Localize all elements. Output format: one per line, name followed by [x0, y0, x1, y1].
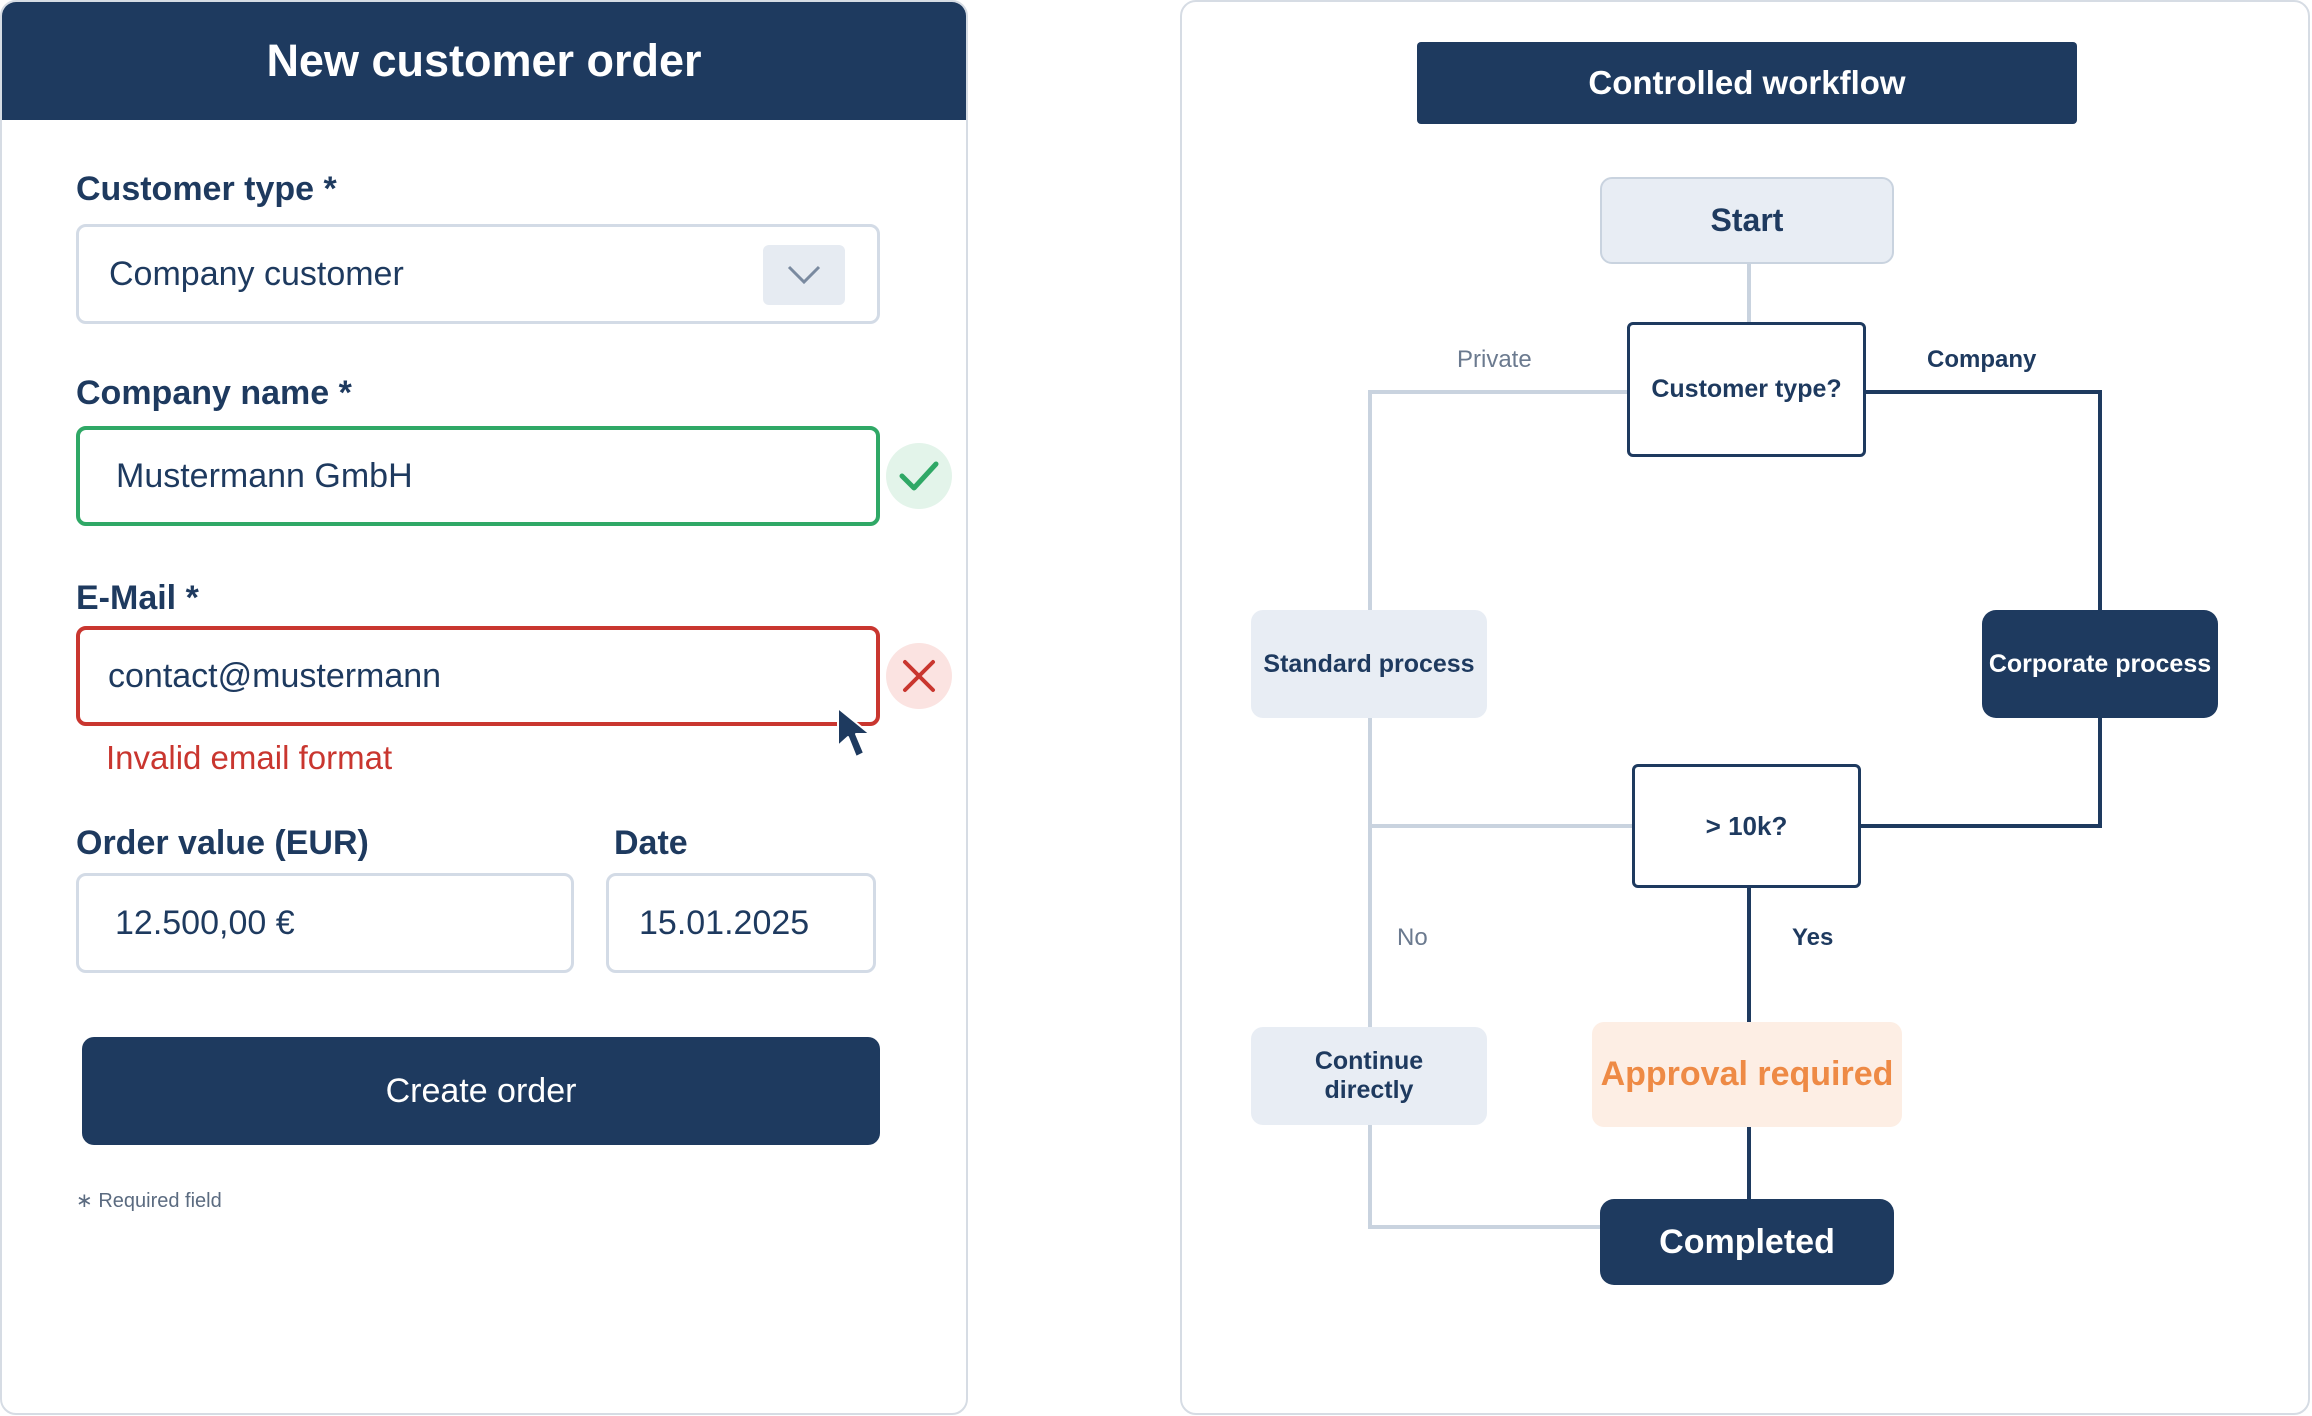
company-name-label: Company name * [76, 374, 352, 412]
cursor-icon [837, 707, 871, 758]
workflow-connectors [1368, 264, 2102, 1229]
email-error-message: Invalid email format [106, 739, 393, 776]
node-start: Start [1600, 177, 1894, 264]
customer-type-value: Company customer [109, 254, 404, 293]
node-continue-directly: Continue directly [1251, 1027, 1487, 1125]
edge-label-private: Private [1457, 346, 1532, 373]
email-label: E-Mail * [76, 579, 199, 617]
email-input[interactable]: contact@mustermann [76, 626, 880, 726]
company-name-value: Mustermann GmbH [116, 456, 413, 495]
node-corporate-process: Corporate process [1982, 610, 2218, 718]
chevron-down-icon [787, 265, 821, 285]
connector-company-branch [1866, 390, 2102, 610]
required-field-note: ∗ Required field [76, 1190, 222, 1212]
date-value: 15.01.2025 [639, 903, 810, 942]
connector-continue-to-completed [1368, 1125, 1602, 1229]
form-title: New customer order [2, 2, 966, 120]
node-customer-type-decision: Customer type? [1627, 322, 1866, 457]
edge-label-yes: Yes [1792, 924, 1834, 951]
email-value: contact@mustermann [108, 656, 442, 695]
workflow-panel: Controlled workflow Start Customer type?… [1180, 0, 2310, 1415]
workflow-title: Controlled workflow [1417, 42, 2077, 124]
customer-type-select[interactable]: Company customer [76, 224, 880, 324]
valid-status-indicator [886, 443, 952, 509]
connector-private-branch [1368, 390, 1627, 610]
node-standard-process: Standard process [1251, 610, 1487, 718]
date-label: Date [614, 824, 688, 862]
node-approval-required: Approval required [1592, 1022, 1902, 1127]
customer-type-label: Customer type * [76, 170, 337, 208]
invalid-status-indicator [886, 643, 952, 709]
edge-label-company: Company [1927, 346, 2037, 373]
edge-label-no: No [1397, 924, 1428, 951]
node-threshold-decision: > 10k? [1632, 764, 1861, 888]
close-icon [903, 660, 935, 692]
order-value-label: Order value (EUR) [76, 824, 369, 862]
customer-type-dropdown-button[interactable] [763, 245, 845, 305]
node-completed: Completed [1600, 1199, 1894, 1285]
order-form-panel: New customer order Customer type * Compa… [0, 0, 968, 1415]
check-icon [899, 461, 939, 491]
date-input[interactable]: 15.01.2025 [606, 873, 876, 973]
order-value-input[interactable]: 12.500,00 € [76, 873, 574, 973]
connector-corporate-to-threshold [1861, 718, 2102, 828]
order-value-value: 12.500,00 € [115, 903, 295, 942]
company-name-input[interactable]: Mustermann GmbH [76, 426, 880, 526]
create-order-button[interactable]: Create order [82, 1037, 880, 1145]
